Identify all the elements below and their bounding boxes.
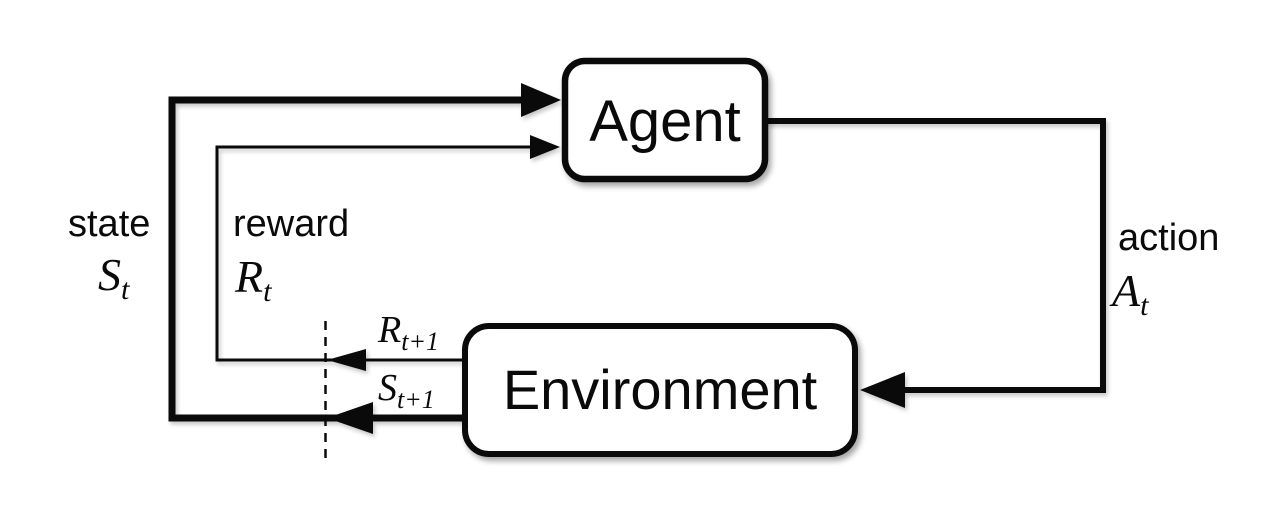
state-arrowhead-at-divider-icon	[327, 402, 373, 434]
action-loop	[766, 118, 1106, 408]
reward-arrowhead-at-divider-icon	[327, 349, 366, 371]
environment-node: Environment	[462, 323, 858, 457]
state-symbol-main: S	[98, 249, 121, 300]
action-word-label: action	[1118, 217, 1219, 259]
action-symbol-label: At	[1109, 265, 1149, 322]
action-symbol-main: A	[1109, 265, 1141, 316]
reward-symbol-main: R	[234, 251, 263, 302]
action-arrowhead-into-environment-icon	[860, 372, 905, 408]
state-loop	[168, 83, 561, 434]
action-symbol-subscript: t	[1140, 289, 1149, 322]
state-symbol-subscript: t	[121, 273, 130, 306]
reward-word-label: reward	[233, 203, 349, 245]
state-label-group: state St	[68, 203, 150, 306]
agent-box	[561, 57, 769, 183]
action-label-group: action At	[1109, 217, 1219, 322]
reward-symbol-subscript: t	[263, 275, 272, 308]
state-word-label: state	[68, 203, 150, 245]
agent-box-label: Agent	[589, 89, 741, 154]
next-state-symbol-label: St+1	[378, 367, 435, 414]
environment-box	[462, 323, 858, 457]
reward-arrowhead-into-agent-icon	[530, 135, 560, 159]
agent-node: Agent	[561, 57, 769, 183]
state-arrowhead-into-agent-icon	[521, 83, 561, 117]
action-line	[766, 118, 1106, 393]
environment-box-label: Environment	[503, 358, 818, 421]
reward-loop	[215, 135, 560, 371]
state-line	[168, 96, 524, 422]
next-state-symbol-main: S	[378, 367, 397, 409]
reward-label-group: reward Rt	[233, 203, 349, 308]
next-reward-symbol-main: R	[377, 309, 401, 351]
next-reward-symbol-subscript: t+1	[401, 327, 439, 356]
state-symbol-label: St	[98, 249, 130, 306]
next-state-symbol-subscript: t+1	[397, 385, 435, 414]
next-reward-symbol-label: Rt+1	[377, 309, 439, 356]
reward-symbol-label: Rt	[234, 251, 272, 308]
